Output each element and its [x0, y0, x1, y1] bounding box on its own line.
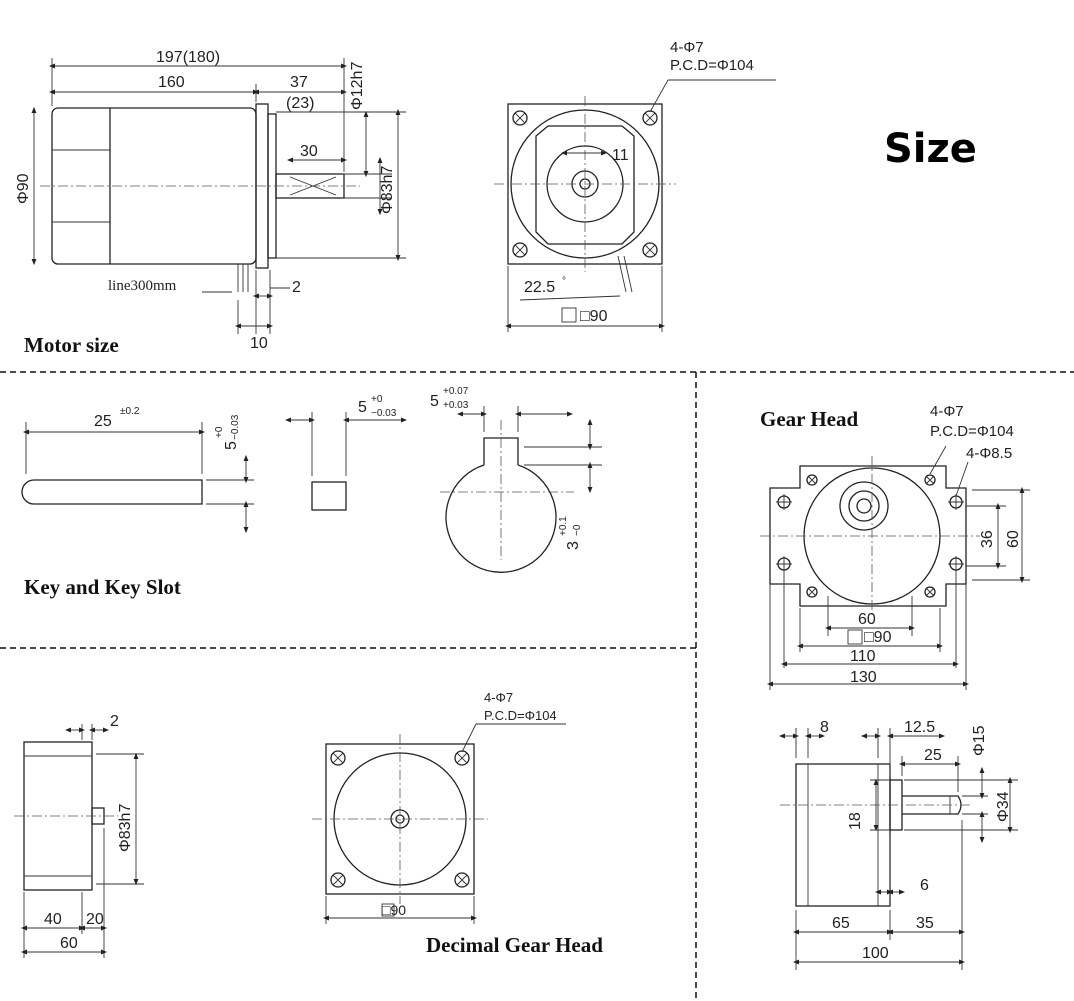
dim-decimal-2: 2: [110, 713, 119, 730]
dim-gear-side-35: 35: [916, 915, 934, 932]
key-drawing: [21, 406, 602, 573]
dim-gear-side-12-5: 12.5: [904, 719, 935, 736]
dim-pilot-diameter: Φ83h7: [379, 166, 396, 214]
dim-flange-thickness: 2: [292, 279, 301, 296]
gear-head-front-view: [760, 445, 1030, 690]
dim-slot-depth-tol-up: +0.1: [558, 516, 569, 536]
dim-shaft-extension: 37: [290, 74, 308, 91]
dim-gear-side-6: 6: [920, 877, 929, 894]
dim-gear-side-18: 18: [847, 812, 864, 830]
dim-key-width-tol-up: +0: [371, 394, 383, 405]
label-decimal-holes: 4-Φ7: [484, 690, 513, 705]
size-title: Size: [884, 126, 977, 172]
dim-body-length: 160: [158, 74, 185, 91]
dim-shaft-diameter: Φ12h7: [349, 62, 366, 110]
motor-size-title: Motor size: [24, 333, 119, 357]
label-gear-holes: 4-Φ7: [930, 403, 964, 420]
motor-front-view: [494, 79, 776, 332]
dim-decimal-40: 40: [44, 911, 62, 928]
dim-slot-width: 5: [430, 393, 439, 410]
dim-gear-h60: 60: [1005, 530, 1022, 548]
dim-key-width: 5: [358, 399, 367, 416]
dim-gear-side-phi34: Φ34: [995, 791, 1012, 822]
dim-key-height-tol-up: +0: [214, 426, 225, 438]
dim-gear-w90: □90: [864, 629, 892, 646]
decimal-gear-head-title: Decimal Gear Head: [426, 933, 603, 957]
dim-key-length-tol: ±0.2: [120, 406, 140, 417]
gear-head-side-view: [778, 728, 1018, 970]
dim-gear-side-phi15: Φ15: [971, 725, 988, 756]
motor-side-view: [31, 58, 406, 334]
dim-gear-side-100: 100: [862, 945, 889, 962]
dim-gear-side-65: 65: [832, 915, 850, 932]
dim-gear-side-25: 25: [924, 747, 942, 764]
dim-decimal-20: 20: [86, 911, 104, 928]
key-slot-title: Key and Key Slot: [24, 575, 181, 599]
dim-decimal-60: 60: [60, 935, 78, 952]
dim-key-length: 25: [94, 413, 112, 430]
dim-gear-w110: 110: [850, 648, 876, 665]
label-pcd: P.C.D=Φ104: [670, 57, 754, 74]
dim-decimal-square: □90: [382, 902, 406, 918]
label-gear-pcd: P.C.D=Φ104: [930, 423, 1014, 440]
dim-key-height-tol-dn: −0.03: [230, 414, 241, 440]
dim-gear-36: 36: [979, 530, 996, 548]
dim-gear-w130: 130: [850, 669, 877, 686]
dim-gear-w60: 60: [858, 611, 876, 628]
decimal-gear-head-side-view: [14, 724, 144, 958]
dim-flat: 11: [612, 147, 629, 164]
dim-slot-depth-tol-dn: −0: [572, 524, 583, 536]
dim-key-width-tol-dn: −0.03: [371, 408, 397, 419]
decimal-gear-head-front-view: [312, 723, 566, 924]
dim-slot-depth: 3: [565, 541, 582, 550]
dim-lead-offset: 10: [250, 335, 268, 352]
dim-slot-width-tol-dn: +0.03: [443, 400, 469, 411]
label-lead-wire: line300mm: [108, 278, 177, 294]
dim-body-diameter: Φ90: [15, 173, 32, 204]
label-decimal-pcd: P.C.D=Φ104: [484, 708, 557, 723]
dim-shaft-extension-alt: (23): [286, 95, 314, 112]
label-holes: 4-Φ7: [670, 39, 704, 56]
gear-head-title: Gear Head: [760, 407, 859, 431]
dim-slot-width-tol-up: +0.07: [443, 386, 469, 397]
dim-gear-side-8: 8: [820, 719, 829, 736]
dim-angle: 22.5: [524, 279, 555, 296]
dim-key-height: 5: [223, 441, 240, 450]
dim-key-length: 30: [300, 143, 318, 160]
dim-decimal-pilot: Φ83h7: [117, 804, 134, 852]
dim-overall-length: 197(180): [156, 49, 220, 66]
label-gear-holes2: 4-Φ8.5: [966, 445, 1012, 462]
dim-angle-unit: °: [562, 276, 566, 287]
dim-square: □90: [580, 308, 608, 325]
section-separators: [0, 371, 1074, 1001]
